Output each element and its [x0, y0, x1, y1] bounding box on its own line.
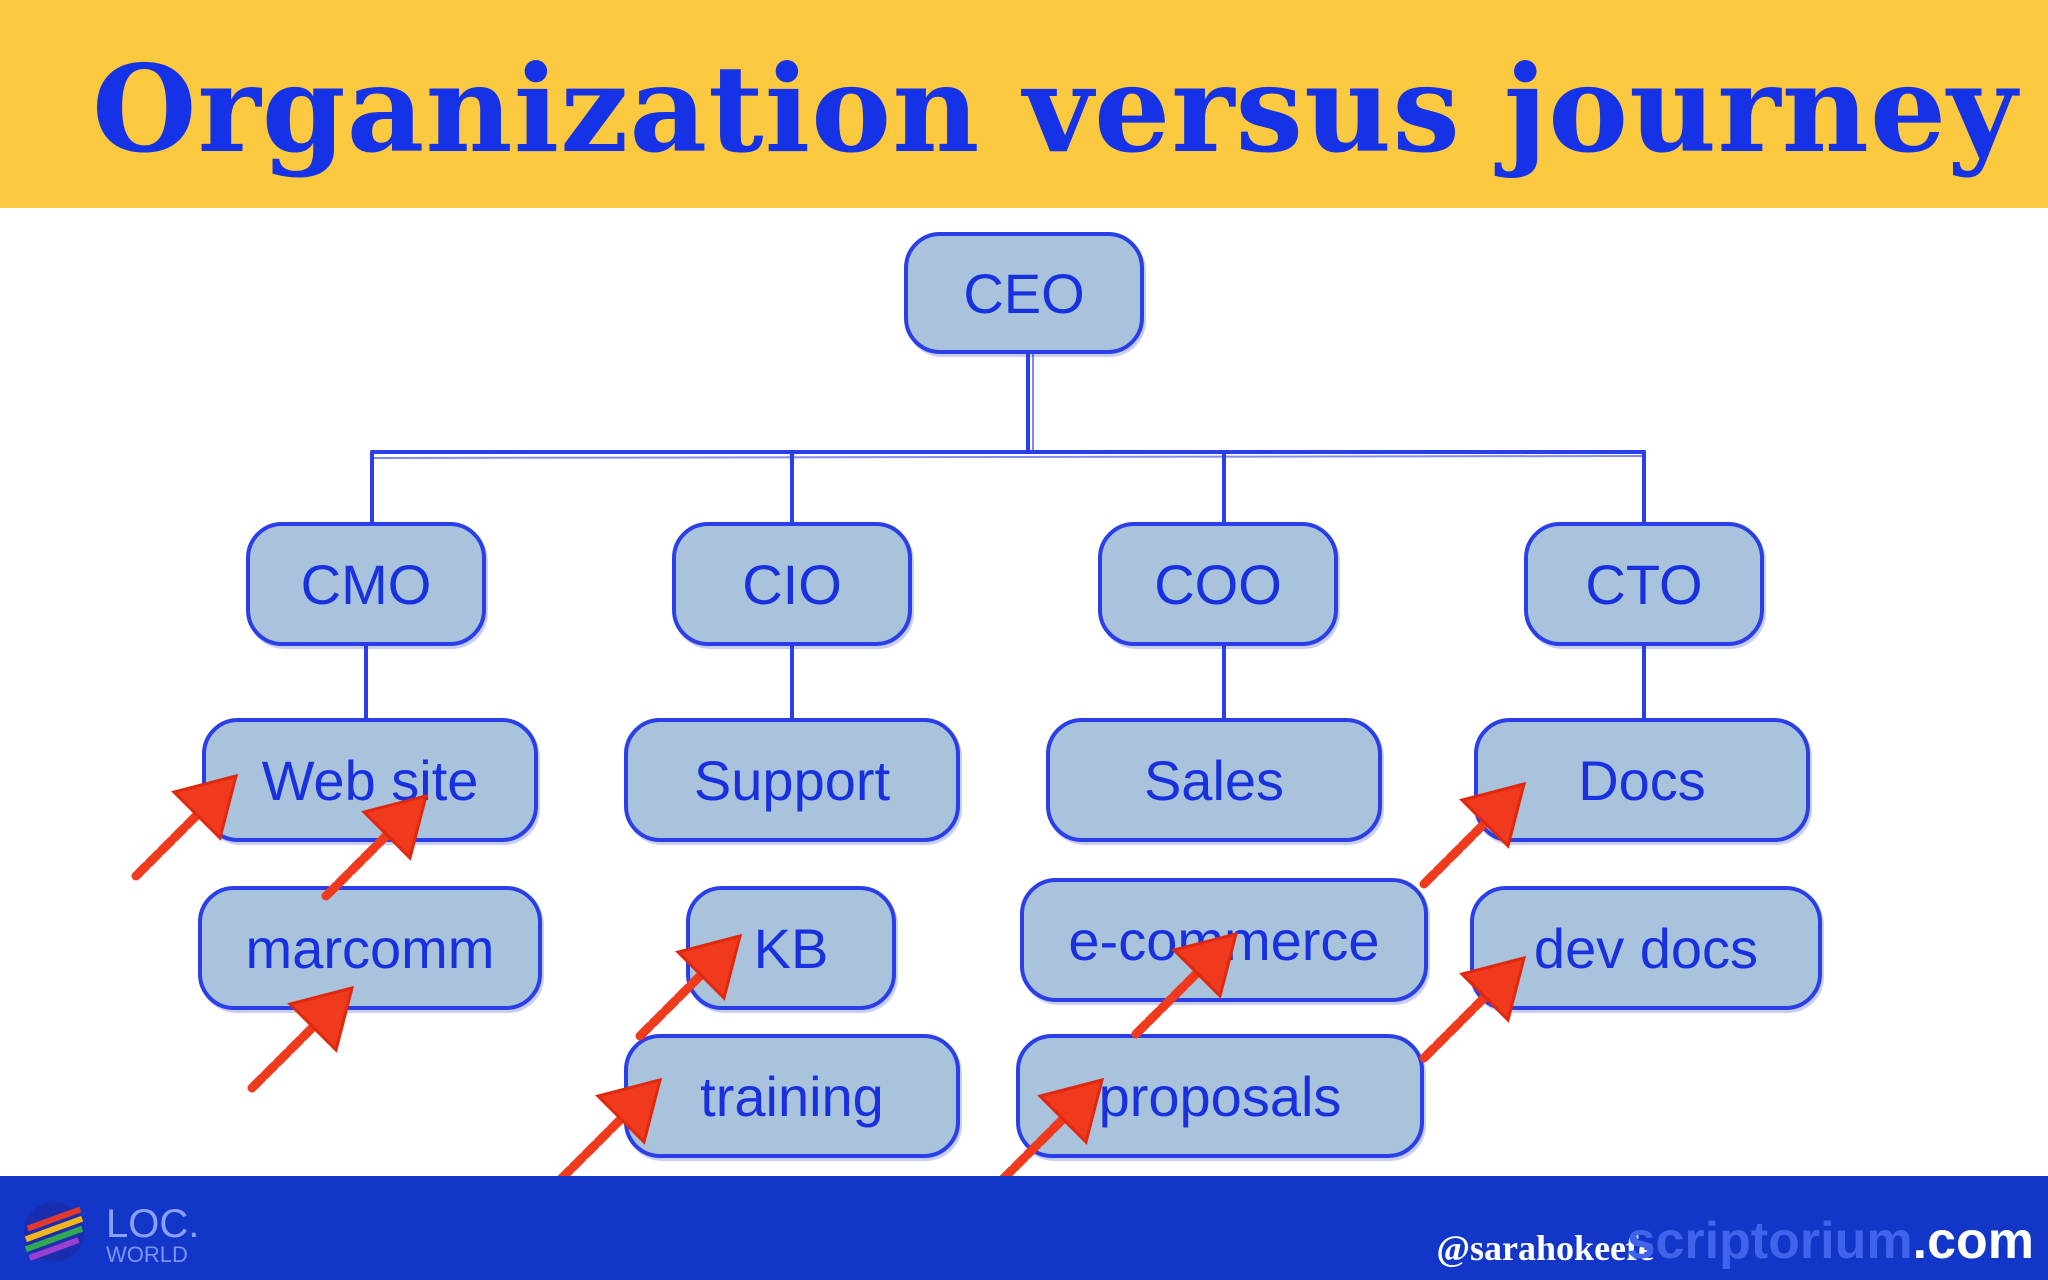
- title-bar: Organization versus journey: [0, 0, 2048, 208]
- footer-bar: LOC. WORLD @sarahokeefe scriptorium.com: [0, 1176, 2048, 1280]
- node-label: Docs: [1578, 748, 1706, 812]
- arrow-kb: [640, 936, 740, 1036]
- logo-wordmark: LOC.: [106, 1202, 200, 1246]
- locworld-logo: LOC. WORLD: [14, 1192, 304, 1272]
- node-docs: Docs: [1474, 718, 1810, 842]
- node-label: Support: [693, 748, 891, 812]
- twitter-handle: @sarahokeefe: [1436, 1228, 1654, 1268]
- node-label: CTO: [1585, 552, 1703, 616]
- node-sales: Sales: [1046, 718, 1382, 842]
- connector-lines: [364, 352, 1646, 720]
- node-web-site: Web site: [202, 718, 538, 842]
- node-label: CMO: [300, 552, 432, 616]
- node-cio: CIO: [672, 522, 912, 646]
- node-label: CEO: [963, 261, 1085, 325]
- arrow-docs: [1424, 784, 1524, 884]
- arrow-training: [560, 1080, 660, 1176]
- arrow-layer: [0, 208, 2048, 1176]
- site-url-tld: .com: [1912, 1212, 2034, 1270]
- node-label: Sales: [1143, 748, 1285, 812]
- site-url: scriptorium.com: [1627, 1212, 2034, 1270]
- logo-wordmark-sub: WORLD: [106, 1242, 188, 1267]
- arrow-dev-docs: [1424, 958, 1524, 1058]
- globe-icon: [24, 1202, 84, 1262]
- node-training: training: [624, 1034, 960, 1158]
- node-dev-docs: dev docs: [1470, 886, 1822, 1010]
- node-label: CIO: [742, 552, 842, 616]
- node-marcomm: marcomm: [198, 886, 542, 1010]
- node-label: training: [700, 1064, 884, 1128]
- org-chart: CEO CMO CIO COO CTO Web site marcomm Sup…: [0, 208, 2048, 1176]
- arrow-marcomm: [252, 988, 352, 1088]
- arrow-proposals: [1002, 1080, 1102, 1176]
- arrow-e-commerce: [1136, 934, 1236, 1034]
- site-url-main: scriptorium: [1626, 1212, 1913, 1270]
- node-label: proposals: [1098, 1064, 1342, 1128]
- node-label: dev docs: [1533, 916, 1759, 980]
- arrow-web-site-1: [136, 776, 236, 876]
- node-ceo: CEO: [904, 232, 1144, 354]
- node-label: Web site: [261, 748, 479, 812]
- node-coo: COO: [1098, 522, 1338, 646]
- node-cmo: CMO: [246, 522, 486, 646]
- node-label: marcomm: [245, 916, 495, 980]
- node-cto: CTO: [1524, 522, 1764, 646]
- slide-title: Organization versus journey: [92, 39, 2018, 180]
- node-support: Support: [624, 718, 960, 842]
- node-label: COO: [1154, 552, 1282, 616]
- arrow-web-site-2: [326, 796, 426, 896]
- node-label: KB: [753, 916, 829, 980]
